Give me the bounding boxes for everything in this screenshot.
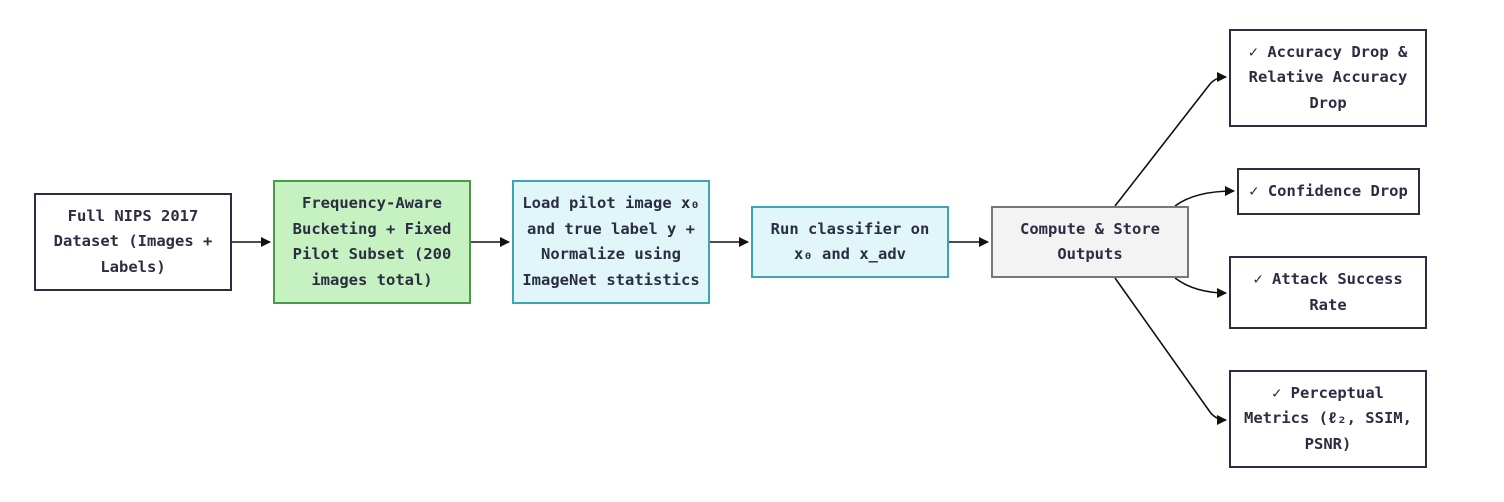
edge-compute-to-confidence — [1174, 186, 1235, 207]
node-confidence-drop: ✓ Confidence Drop — [1237, 168, 1420, 215]
edge-compute-to-attack — [1174, 277, 1227, 298]
node-run-classifier: Run classifier on x₀ and x_adv — [751, 206, 949, 278]
node-load-pilot-image: Load pilot image x₀ and true label y + N… — [512, 180, 710, 304]
node-accuracy-drop: ✓ Accuracy Drop & Relative Accuracy Drop — [1229, 29, 1427, 127]
node-compute-store-outputs: Compute & Store Outputs — [991, 206, 1189, 278]
node-attack-success-rate: ✓ Attack Success Rate — [1229, 256, 1427, 329]
node-full-dataset: Full NIPS 2017 Dataset (Images + Labels) — [34, 193, 232, 291]
node-frequency-bucketing: Frequency-Aware Bucketing + Fixed Pilot … — [273, 180, 471, 304]
edge-compute-to-accuracy — [1114, 72, 1227, 207]
node-perceptual-metrics: ✓ Perceptual Metrics (ℓ₂, SSIM, PSNR) — [1229, 370, 1427, 468]
edge-compute-to-perceptual — [1114, 277, 1227, 425]
